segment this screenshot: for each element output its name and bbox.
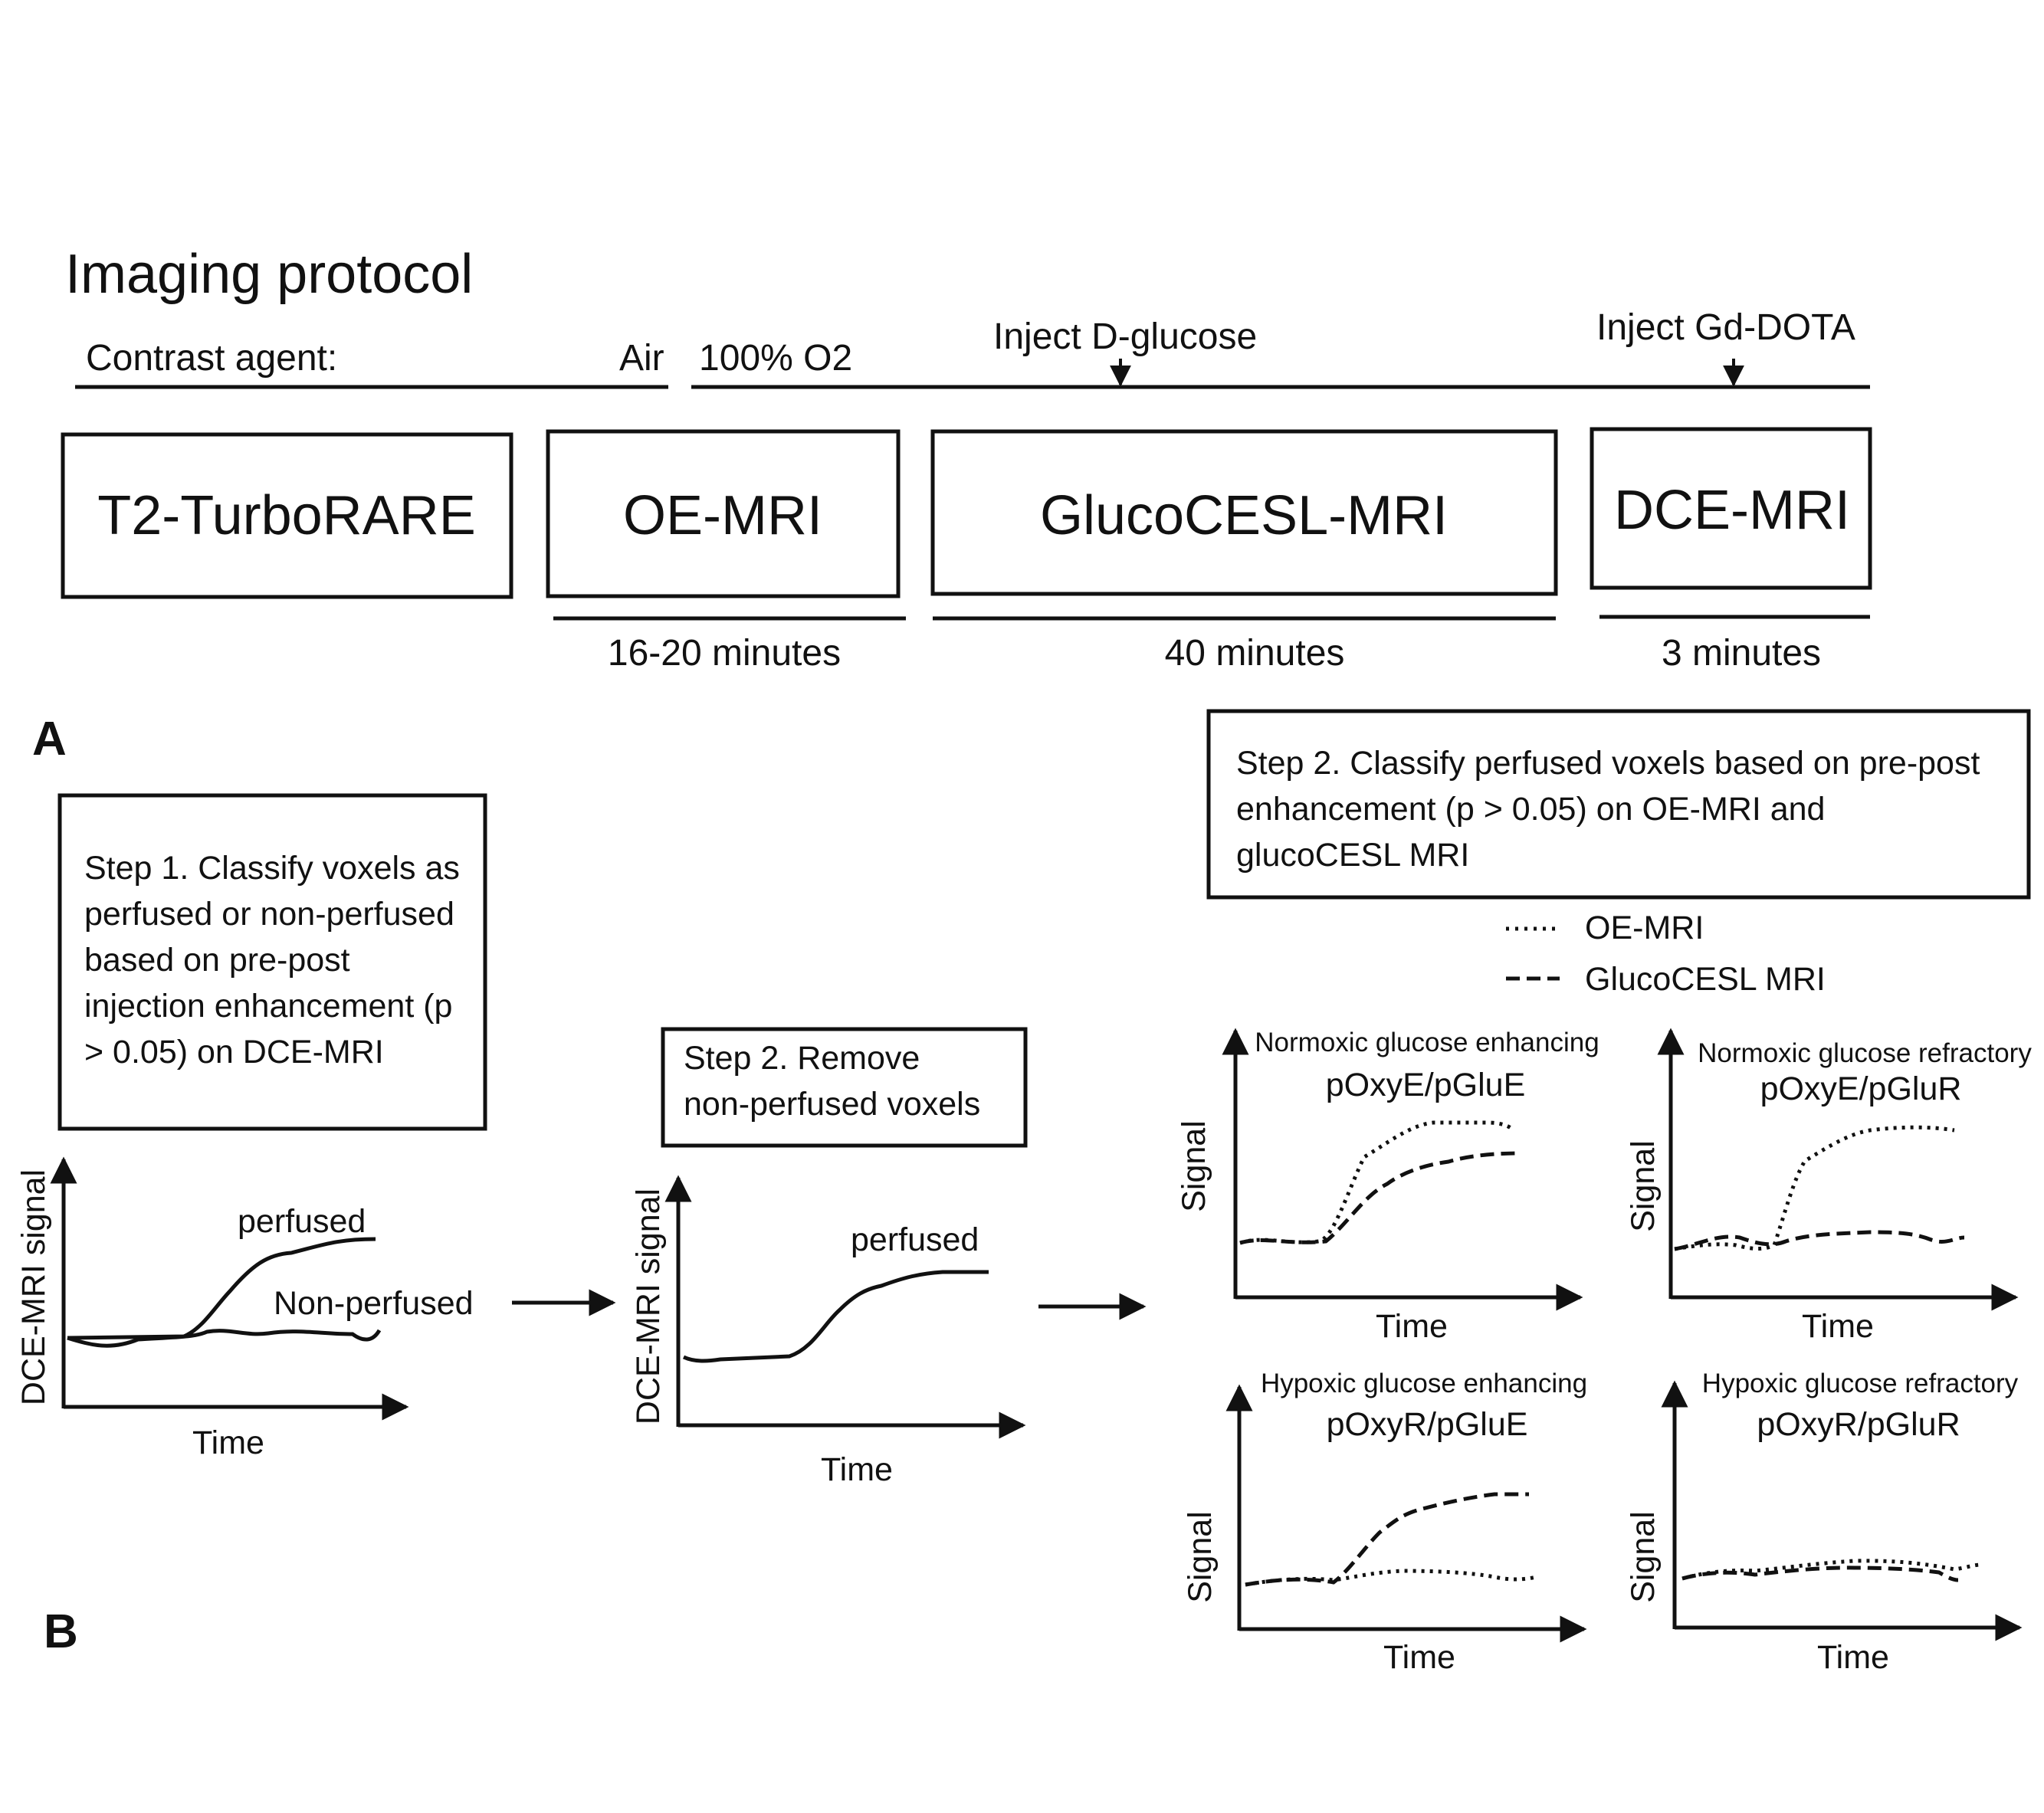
plot1-y-label: DCE-MRI signal: [15, 1169, 52, 1405]
box-label-oe-mri: OE-MRI: [623, 485, 822, 546]
step2-remove-box: [661, 1027, 1028, 1148]
subplot-oe-curve: [1681, 1559, 1982, 1581]
legend-gluco-label: GlucoCESL MRI: [1585, 961, 1826, 998]
subplot-code: pOxyE/pGluE: [1326, 1067, 1526, 1103]
subplot-gluco-curve: [1245, 1492, 1529, 1587]
plot2-perfused-curve: [682, 1270, 989, 1363]
box-label-t2-turborare: T2-TurboRARE: [97, 485, 475, 546]
subplot-hypoxic-refractory: Hypoxic glucose refractory pOxyR/pGluR S…: [1625, 1369, 2023, 1676]
step2-remove-line: non-perfused voxels: [684, 1086, 980, 1123]
plot1-perfused-label: perfused: [238, 1203, 366, 1240]
air-label: Air: [619, 338, 664, 379]
plot2-y-label: DCE-MRI signal: [630, 1188, 667, 1424]
subplot-y-label: Signal: [1182, 1511, 1219, 1603]
step2-remove-text: Step 2. Remove non-perfused voxels: [684, 1040, 980, 1123]
duration-dce: 3 minutes: [1662, 633, 1821, 674]
plot2-x-label: Time: [821, 1451, 893, 1488]
panel-a-letter: A: [32, 713, 67, 766]
subplot-normoxic-refractory: Normoxic glucose refractory pOxyE/pGluR …: [1625, 1028, 2032, 1345]
subplot-y-label: Signal: [1176, 1120, 1212, 1212]
step1-line: > 0.05) on DCE-MRI: [84, 1034, 384, 1070]
plot1-dce: DCE-MRI signal Time perfused Non-perfuse…: [15, 1156, 474, 1461]
subplot-title: Hypoxic glucose enhancing: [1261, 1369, 1587, 1398]
plot1-nonperfused-label: Non-perfused: [274, 1285, 474, 1322]
subplot-x-label: Time: [1802, 1308, 1874, 1345]
legend: OE-MRI GlucoCESL MRI: [1506, 910, 1826, 998]
step2-remove-line: Step 2. Remove: [684, 1040, 920, 1077]
duration-glucocesl: 40 minutes: [1165, 633, 1345, 674]
subplot-y-label: Signal: [1625, 1511, 1662, 1603]
step2-classify-line: enhancement (p > 0.05) on OE-MRI and: [1236, 791, 1825, 828]
subplot-code: pOxyE/pGluR: [1760, 1070, 1962, 1107]
subplot-title: Hypoxic glucose refractory: [1702, 1369, 2019, 1398]
subplot-oe-curve: [1674, 1125, 1955, 1251]
plot1-x-label: Time: [192, 1424, 264, 1461]
subplot-gluco-curve: [1239, 1151, 1522, 1245]
step2-classify-text: Step 2. Classify perfused voxels based o…: [1236, 745, 1989, 874]
plot2-perfused-label: perfused: [851, 1221, 979, 1258]
step1-box: [57, 793, 487, 1131]
step1-text: Step 1. Classify voxels as perfused or n…: [84, 850, 469, 1070]
subplot-y-label: Signal: [1625, 1140, 1662, 1232]
box-label-dce-mri: DCE-MRI: [1614, 480, 1850, 541]
box-t2-turborare: [61, 432, 513, 599]
box-glucocesl-mri: [930, 429, 1558, 596]
plot2-dce: DCE-MRI signal Time perfused: [630, 1175, 1026, 1488]
inject-glucose-label: Inject D-glucose: [993, 316, 1257, 357]
subplot-x-label: Time: [1817, 1639, 1889, 1676]
step2-classify-box: [1206, 709, 2031, 900]
subplot-normoxic-enhancing: Normoxic glucose enhancing pOxyE/pGluE S…: [1176, 1028, 1599, 1345]
subplot-gluco-curve: [1681, 1565, 1959, 1582]
duration-oe: 16-20 minutes: [608, 633, 841, 674]
subplot-code: pOxyR/pGluE: [1327, 1406, 1528, 1443]
plot1-nonperfused-curve: [67, 1329, 382, 1348]
subplot-oe-curve: [1245, 1569, 1537, 1587]
step2-classify-line: glucoCESL MRI: [1236, 837, 1469, 874]
box-dce-mri: [1590, 427, 1872, 590]
step1-line: based on pre-post: [84, 942, 350, 979]
subplot-gluco-curve: [1674, 1230, 1965, 1251]
step1-line: perfused or non-perfused: [84, 896, 454, 933]
subplot-hypoxic-enhancing: Hypoxic glucose enhancing pOxyR/pGluE Si…: [1182, 1369, 1587, 1676]
inject-gd-label: Inject Gd-DOTA: [1596, 307, 1855, 348]
panel-b-letter: B: [44, 1605, 78, 1658]
oxygen-label: 100% O2: [699, 338, 852, 379]
legend-oe-label: OE-MRI: [1585, 910, 1704, 946]
step2-classify-line: Step 2. Classify perfused voxels based o…: [1236, 745, 1980, 782]
contrast-agent-label: Contrast agent:: [86, 338, 337, 379]
panel-a-title: Imaging protocol: [65, 244, 473, 305]
plot1-perfused-curve: [67, 1237, 376, 1340]
step1-line: injection enhancement (p: [84, 988, 452, 1025]
subplot-oe-curve: [1239, 1120, 1515, 1245]
subplot-x-label: Time: [1376, 1308, 1448, 1345]
subplot-title: Normoxic glucose refractory: [1698, 1038, 2032, 1068]
box-label-glucocesl-mri: GlucoCESL-MRI: [1040, 485, 1448, 546]
subplot-title: Normoxic glucose enhancing: [1255, 1028, 1599, 1057]
step1-line: Step 1. Classify voxels as: [84, 850, 460, 887]
box-oe-mri: [546, 429, 901, 598]
subplot-x-label: Time: [1383, 1639, 1455, 1676]
subplot-code: pOxyR/pGluR: [1757, 1406, 1960, 1443]
